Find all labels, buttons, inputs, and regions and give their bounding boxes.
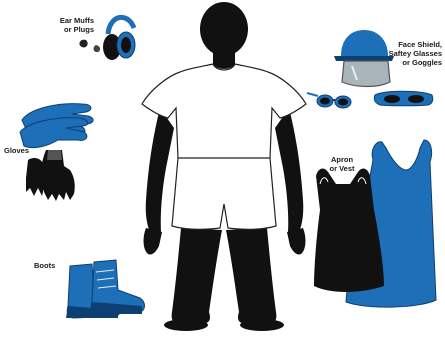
ear-protection-label-line2: or Plugs: [46, 25, 94, 34]
ear-protection-label: Ear Muffs or Plugs: [46, 16, 94, 34]
ear-plugs-icon: [79, 40, 100, 52]
goggles-icon: [374, 91, 433, 106]
apron-label-line2: or Vest: [322, 164, 362, 173]
gloves-label: Gloves: [4, 146, 29, 155]
face-protection-label: Face Shield, Saftey Glasses or Goggles: [380, 40, 442, 67]
ear-protection-label-line1: Ear Muffs: [46, 16, 94, 25]
face-protection-label-line3: or Goggles: [380, 58, 442, 67]
worker-figure: [142, 2, 306, 331]
ear-muffs-icon: [103, 17, 135, 60]
apron-label: Apron or Vest: [322, 155, 362, 173]
rubber-gloves-icon: [20, 104, 93, 148]
boots-icon: [66, 260, 145, 318]
face-protection-label-line1: Face Shield,: [380, 40, 442, 49]
face-protection-label-line2: Saftey Glasses: [380, 49, 442, 58]
safety-glasses-icon: [307, 93, 351, 108]
work-gloves-icon: [26, 150, 75, 201]
apron-label-line1: Apron: [322, 155, 362, 164]
boots-label: Boots: [34, 261, 55, 270]
